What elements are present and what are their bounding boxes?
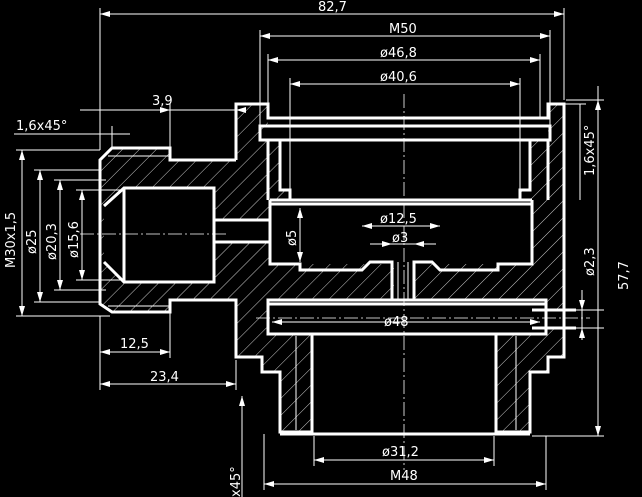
dim-dia-12-5: ø12,5 — [380, 212, 417, 227]
centerlines — [80, 94, 590, 470]
dim-len-23-4: 23,4 — [150, 370, 179, 385]
dim-height-57-7: 57,7 — [617, 261, 632, 290]
dim-dia-3: ø3 — [392, 231, 408, 246]
dim-dia-40-6: ø40,6 — [380, 70, 417, 85]
dim-dia-25: ø25 — [25, 230, 40, 255]
dim-chamfer-left: 1,6x45° — [16, 119, 67, 134]
dim-overall-length: 82,7 — [318, 0, 347, 15]
arrowheads — [19, 11, 601, 487]
dim-dia-2-3: ø2,3 — [583, 247, 598, 276]
dim-dia-31-2: ø31,2 — [382, 445, 419, 460]
dim-dia-20-3: ø20,3 — [45, 223, 60, 260]
dim-thread-m48: M48 — [390, 469, 418, 484]
dim-dia-48: ø48 — [384, 315, 409, 330]
dim-thread-m30: M30x1,5 — [4, 212, 19, 268]
dim-thread-m50: M50 — [389, 22, 417, 37]
dimension-labels: 82,7 M50 ø46,8 ø40,6 3,9 1,6x45° M30x1,5… — [4, 0, 632, 497]
part-outline — [98, 102, 576, 436]
dim-dia-46-8: ø46,8 — [380, 46, 417, 61]
dimension-lines — [14, 8, 604, 497]
dim-chamfer-bottom: x45° — [229, 466, 244, 497]
dim-dia-15-6: ø15,6 — [67, 221, 82, 258]
dim-len-3-9: 3,9 — [152, 94, 173, 109]
dim-len-12-5: 12,5 — [120, 337, 149, 352]
dim-dia-5: ø5 — [285, 230, 300, 246]
dim-chamfer-right: 1,6x45° — [583, 125, 598, 176]
